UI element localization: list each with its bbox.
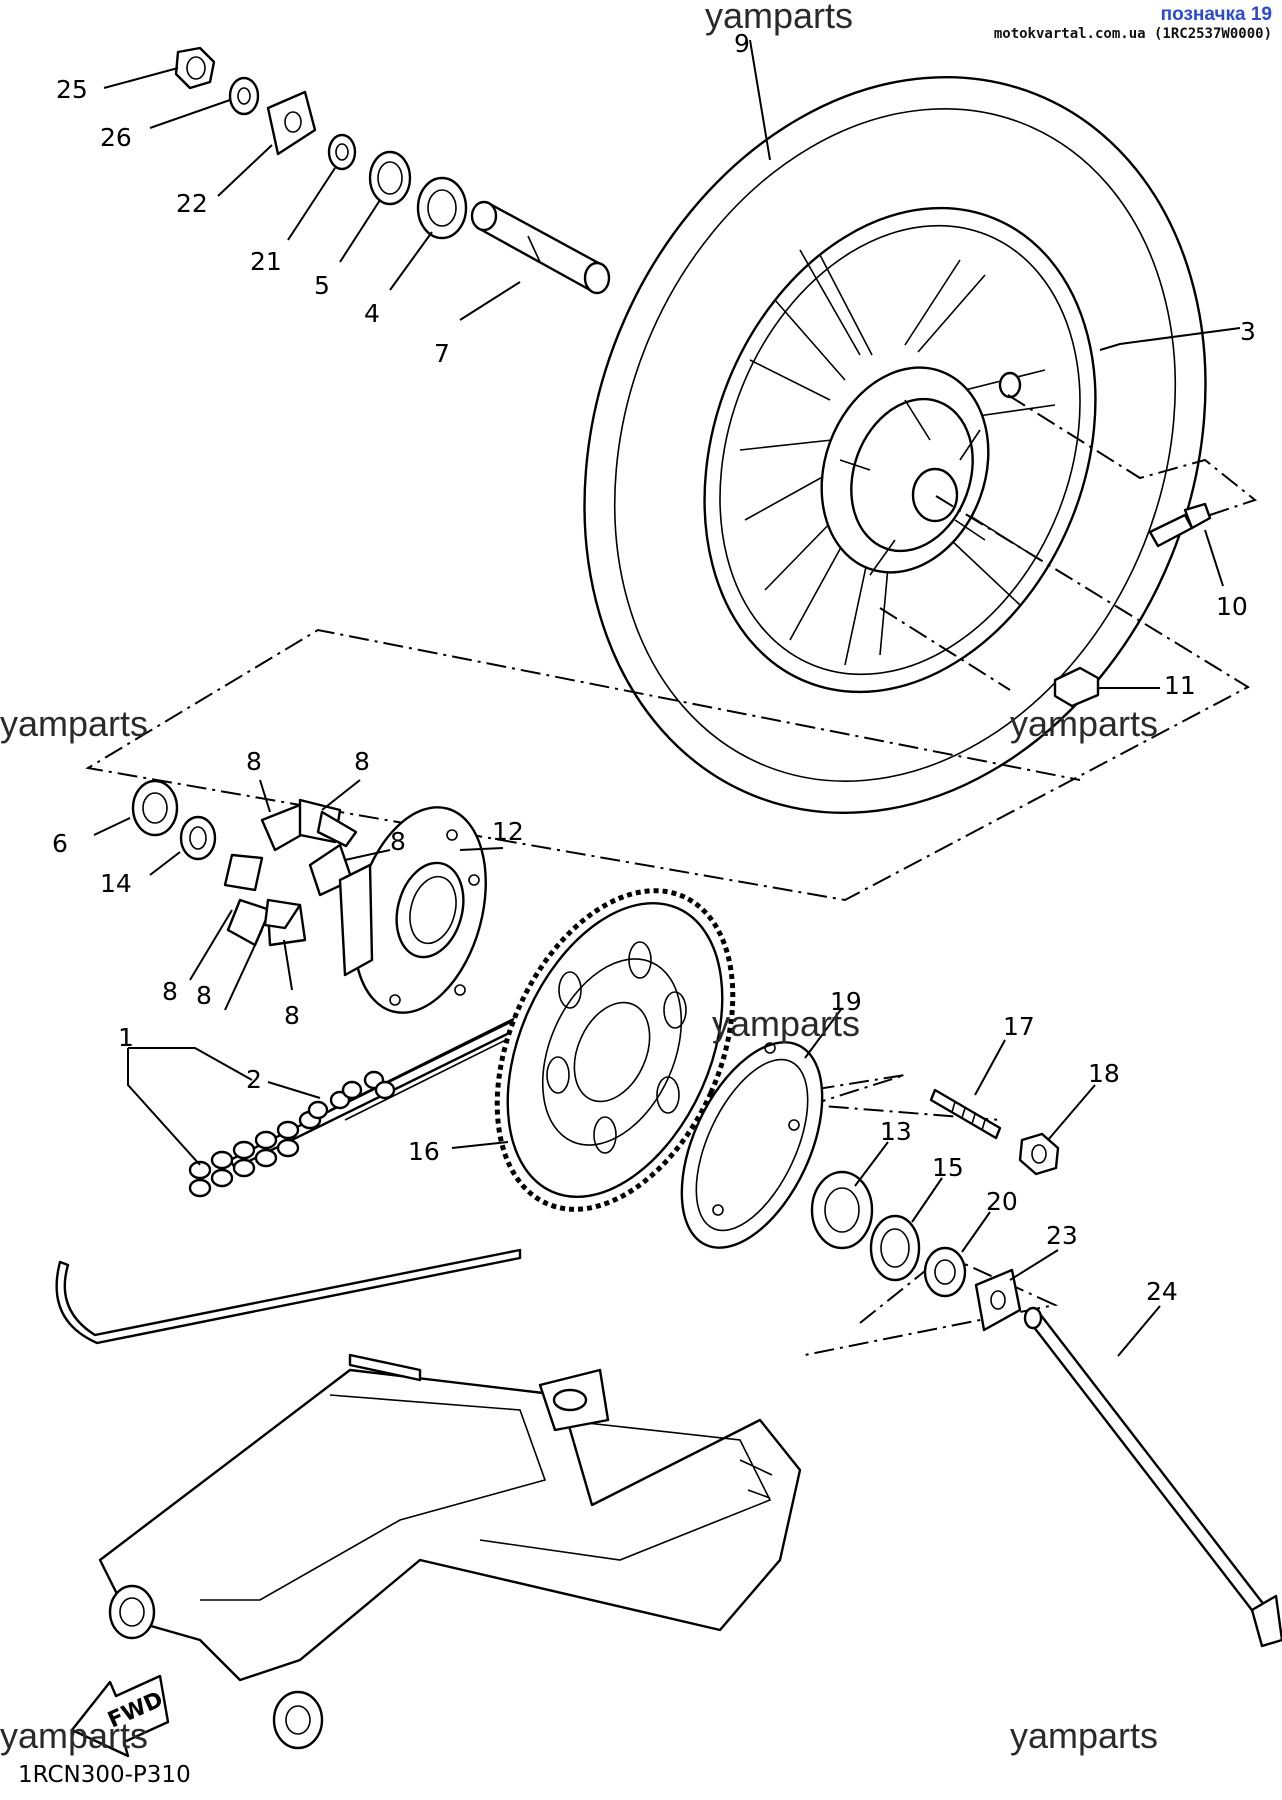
callout-24: 24 (1146, 1277, 1178, 1306)
callout-23: 23 (1046, 1221, 1078, 1250)
callout-4: 4 (364, 299, 380, 328)
watermark-center: yamparts (712, 1003, 860, 1044)
callout-17: 17 (1003, 1012, 1035, 1041)
callout-11: 11 (1164, 671, 1196, 700)
callout-8-f: 8 (284, 1001, 300, 1030)
header: позначка 19 motokvartal.com.ua (1RC2537W… (994, 4, 1272, 42)
watermarks: yamparts yamparts yamparts yamparts yamp… (0, 0, 1158, 1756)
callout-20: 20 (986, 1187, 1018, 1216)
leader-lines (93, 39, 1241, 1357)
adjuster-plate-22 (266, 90, 317, 156)
callout-16: 16 (408, 1137, 440, 1166)
axle-nut-25 (174, 46, 216, 90)
callout-21: 21 (250, 247, 282, 276)
watermark-left: yamparts (0, 703, 148, 744)
callout-9: 9 (734, 29, 750, 58)
stud-bolt-17 (929, 1088, 1002, 1140)
collar-14 (179, 815, 217, 861)
callout-19: 19 (830, 987, 862, 1016)
callout-26: 26 (100, 123, 132, 152)
adjuster-plate-23 (974, 1268, 1022, 1332)
nut-18 (1018, 1132, 1060, 1176)
bearing-13 (810, 1170, 874, 1250)
callout-14: 14 (100, 869, 132, 898)
callout-22: 22 (176, 189, 208, 218)
valve-10 (1148, 502, 1212, 548)
spacer-7 (470, 200, 611, 295)
callout-13: 13 (880, 1117, 912, 1146)
chain-guard-19 (680, 1041, 824, 1249)
swingarm (98, 1353, 802, 1750)
watermark-right: yamparts (1010, 703, 1158, 744)
drawing-code: 1RCN300-P310 (18, 1762, 191, 1788)
callout-3: 3 (1240, 317, 1256, 346)
balance-weight-11 (1053, 666, 1100, 708)
callout-18: 18 (1088, 1059, 1120, 1088)
part-badge: позначка 19 (1160, 4, 1272, 25)
chain-joint-2 (307, 1070, 396, 1120)
callout-12: 12 (492, 817, 524, 846)
callout-8-c: 8 (390, 827, 406, 856)
bearing-4 (416, 176, 468, 240)
callout-15: 15 (932, 1153, 964, 1182)
watermark-bottom-right: yamparts (1010, 1715, 1158, 1756)
collar-20 (923, 1246, 967, 1298)
rear-wheel (583, 75, 1207, 815)
callout-25: 25 (56, 75, 88, 104)
callout-8-a: 8 (246, 747, 262, 776)
callout-2: 2 (246, 1065, 262, 1094)
clutch-hub-12 (338, 806, 487, 1014)
bearing-6 (131, 779, 179, 837)
callout-8-d: 8 (162, 977, 178, 1006)
callout-8-b: 8 (354, 747, 370, 776)
callouts: 9 3 25 26 22 21 5 4 7 10 11 6 14 8 8 8 8… (52, 29, 1256, 1306)
wheel-axle-24 (1023, 1306, 1282, 1648)
watermark-bottom-left: yamparts (0, 1715, 148, 1756)
oil-seal-5 (368, 150, 412, 206)
rear-sprocket-16 (494, 888, 736, 1212)
oil-seal-15 (869, 1214, 921, 1282)
callout-5: 5 (314, 271, 330, 300)
callout-10: 10 (1216, 592, 1248, 621)
source-site: motokvartal.com.ua (1RC2537W0000) (993, 25, 1272, 42)
fwd-arrow-icon: FWD (70, 1674, 170, 1758)
watermark-top: yamparts (705, 0, 853, 36)
callout-1: 1 (118, 1023, 134, 1052)
collar-21 (327, 133, 357, 171)
callout-8-e: 8 (196, 981, 212, 1010)
damper-set-8 (223, 798, 358, 947)
washer-26 (228, 76, 260, 116)
callout-7: 7 (434, 339, 450, 368)
callout-6: 6 (52, 829, 68, 858)
